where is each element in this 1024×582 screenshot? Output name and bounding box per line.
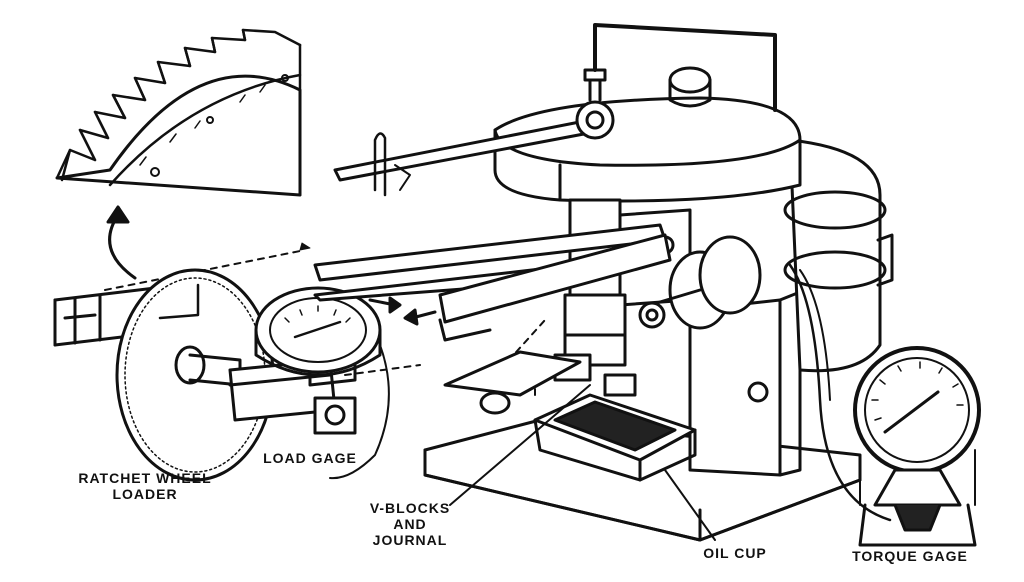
ratchet-wheel-loader-line-2: LOADER bbox=[112, 486, 178, 502]
torque-gage bbox=[853, 346, 981, 547]
oil-cup-label: OIL CUP bbox=[703, 545, 767, 561]
curved-arrow bbox=[108, 213, 137, 280]
ratchet-wheel-loader-label: RATCHET WHEEL LOADER bbox=[55, 470, 235, 502]
v-blocks-journal-label: V-BLOCKS AND JOURNAL bbox=[355, 500, 465, 548]
ratchet-sector-inset bbox=[55, 28, 302, 197]
curved-arrowhead bbox=[106, 205, 130, 224]
tester-machine bbox=[313, 23, 894, 542]
torque-gage-label: TORQUE GAGE bbox=[852, 548, 968, 564]
ratchet-wheel-loader-line-1: RATCHET WHEEL bbox=[78, 470, 212, 486]
v-blocks-line-2: AND bbox=[393, 516, 427, 532]
v-blocks-line-3: JOURNAL bbox=[372, 532, 448, 548]
v-blocks-line-1: V-BLOCKS bbox=[369, 500, 451, 516]
load-gage-label: LOAD GAGE bbox=[263, 450, 357, 466]
ratchet-wheel-loader bbox=[53, 268, 390, 482]
